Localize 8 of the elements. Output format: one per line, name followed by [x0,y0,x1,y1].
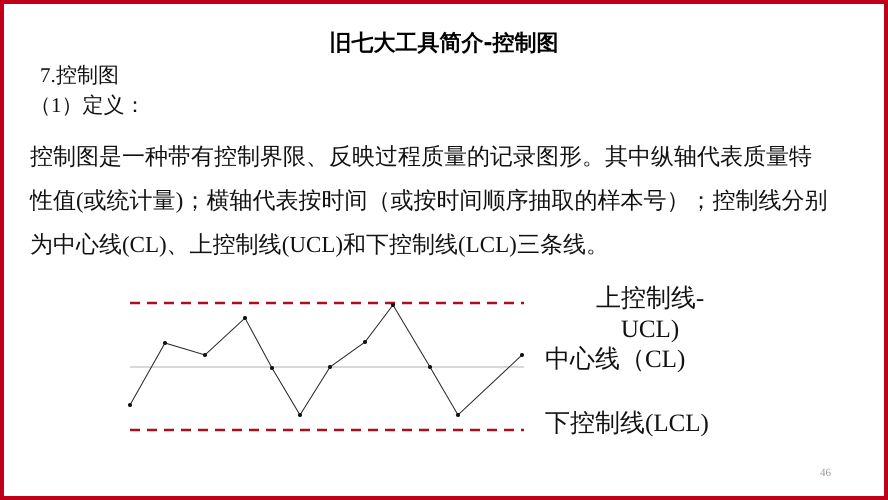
subsection-heading: （1）定义： [30,92,146,118]
chart-line-label: 上控制线-UCL) [594,284,706,345]
page-number: 46 [820,466,832,480]
chart-line-label: 中心线（CL) [545,344,686,375]
definition-paragraph: 控制图是一种带有控制界限、反映过程质量的记录图形。其中纵轴代表质量特性值(或统计量)；横轴代表按时间（或按时间顺序抽取的样本号）；控制线分别为中心线(CL)、上控制线(UCL)和下控制线(LCL)三条线。 [30,143,828,259]
chart-line-label: 下控制线(LCL) [545,409,710,439]
section-heading: 7.控制图 [40,62,120,88]
slide-title: 旧七大工具简介-控制图 [328,30,560,58]
